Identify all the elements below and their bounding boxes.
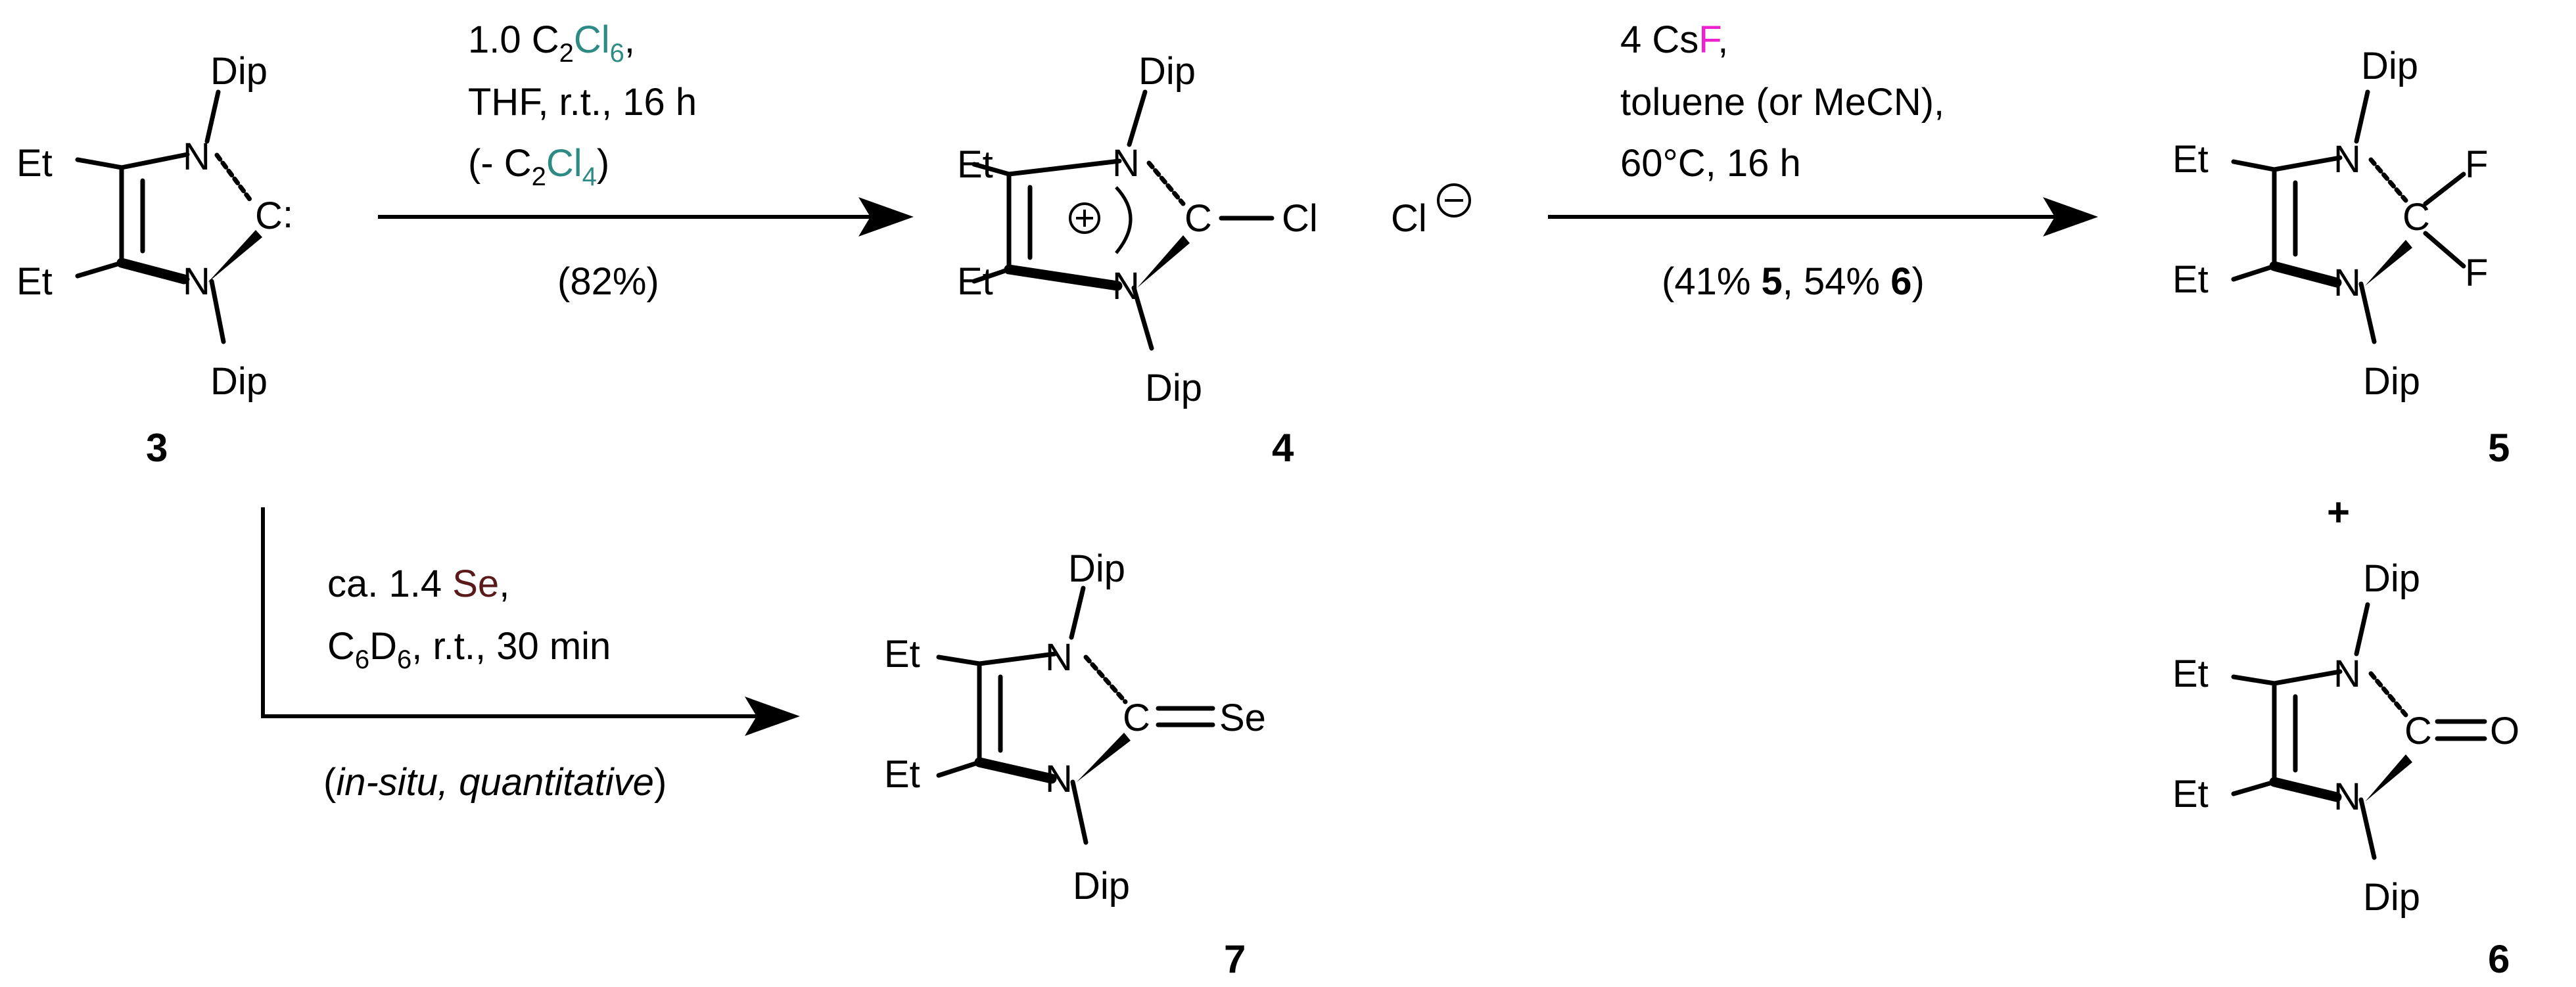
- dip-label: Dip: [210, 50, 268, 93]
- reaction-arrow-3-to-4: 1.0 C2Cl6, THF, r.t., 16 h (- C2Cl4) (82…: [378, 18, 914, 303]
- carbon-atom: C: [1123, 697, 1150, 739]
- et-label: Et: [884, 633, 920, 676]
- compound-number: 6: [2488, 937, 2510, 981]
- chlorine-atom: Cl: [1282, 197, 1318, 240]
- et-label: Et: [884, 753, 920, 796]
- conditions-text: 60°C, 16 h: [1620, 142, 1801, 185]
- et-label: Et: [2172, 258, 2209, 301]
- chloride-counterion: Cl: [1391, 197, 1427, 240]
- et-label: Et: [16, 142, 53, 185]
- carbene-carbon: C: [255, 195, 283, 237]
- et-label: Et: [2172, 773, 2209, 815]
- et-label: Et: [957, 143, 993, 186]
- dip-label: Dip: [2361, 45, 2418, 87]
- nitrogen-atom: N: [1112, 142, 1140, 185]
- dip-label: Dip: [210, 360, 268, 403]
- et-label: Et: [957, 260, 993, 303]
- nitrogen-atom: N: [183, 135, 210, 178]
- nitrogen-atom: N: [1112, 265, 1140, 308]
- compound-number: 7: [1224, 937, 1246, 981]
- nitrogen-atom: N: [183, 260, 210, 303]
- compound-7-selenourea: Dip Et Et N N C Se Dip 7: [884, 547, 1266, 981]
- carbene-lone-pair: :: [283, 193, 293, 236]
- compound-4-chloroimidazolium: Dip Et Et N N C Cl Cl Dip 4: [957, 50, 1471, 470]
- nitrogen-atom: N: [2333, 775, 2361, 818]
- reagent-cesium-fluoride: 4 CsF,: [1620, 18, 1728, 61]
- oxygen-atom: O: [2490, 710, 2519, 752]
- reagent-selenium: ca. 1.4 Se,: [327, 562, 509, 605]
- fluorine-atom: F: [2465, 252, 2488, 294]
- dip-label: Dip: [1138, 50, 1196, 93]
- compound-3-carbene: Dip Et Et N N C : Dip 3: [16, 50, 293, 470]
- reaction-arrow-4-to-5: 4 CsF, toluene (or MeCN), 60°C, 16 h (41…: [1548, 18, 2098, 303]
- carbon-atom: C: [2404, 710, 2432, 752]
- conditions-text: THF, r.t., 16 h: [468, 81, 697, 124]
- nitrogen-atom: N: [2333, 138, 2361, 181]
- compound-5-difluoride: Dip Et Et N N C F F Dip 5: [2172, 45, 2510, 470]
- carbon-atom: C: [1184, 197, 1212, 240]
- dip-label: Dip: [2363, 876, 2420, 919]
- conditions-text: toluene (or MeCN),: [1620, 81, 1944, 124]
- dip-label: Dip: [1073, 865, 1130, 907]
- dip-label: Dip: [1068, 547, 1125, 590]
- nitrogen-atom: N: [2333, 262, 2361, 304]
- nitrogen-atom: N: [1045, 636, 1073, 679]
- nitrogen-atom: N: [1045, 758, 1073, 800]
- reaction-arrow-3-to-7: ca. 1.4 Se, C6D6, r.t., 30 min (in-situ,…: [261, 507, 800, 804]
- et-label: Et: [16, 260, 53, 303]
- compound-number: 5: [2488, 426, 2510, 470]
- compound-6-imidazolone: Dip Et Et N N C O Dip 6: [2172, 557, 2519, 981]
- compound-number: 3: [146, 426, 168, 470]
- dip-label: Dip: [2363, 360, 2420, 403]
- et-label: Et: [2172, 138, 2209, 181]
- dip-label: Dip: [1145, 367, 1202, 409]
- et-label: Et: [2172, 653, 2209, 695]
- fluorine-atom: F: [2465, 143, 2488, 186]
- plus-sign: +: [2327, 490, 2350, 534]
- selenium-atom: Se: [1219, 697, 1266, 739]
- byproduct-tetrachloroethene: (- C2Cl4): [468, 142, 609, 191]
- compound-number: 4: [1272, 426, 1294, 470]
- yield-text: (in-situ, quantitative): [323, 761, 667, 804]
- yield-text: (82%): [557, 260, 659, 303]
- reagent-hexachloroethane: 1.0 C2Cl6,: [468, 18, 635, 68]
- solvent-conditions: C6D6, r.t., 30 min: [327, 625, 611, 674]
- yield-text: (41% 5, 54% 6): [1662, 260, 1925, 303]
- negative-charge-icon: [1437, 183, 1471, 218]
- nitrogen-atom: N: [2333, 653, 2361, 695]
- carbon-atom: C: [2402, 196, 2430, 239]
- dip-label: Dip: [2363, 557, 2420, 600]
